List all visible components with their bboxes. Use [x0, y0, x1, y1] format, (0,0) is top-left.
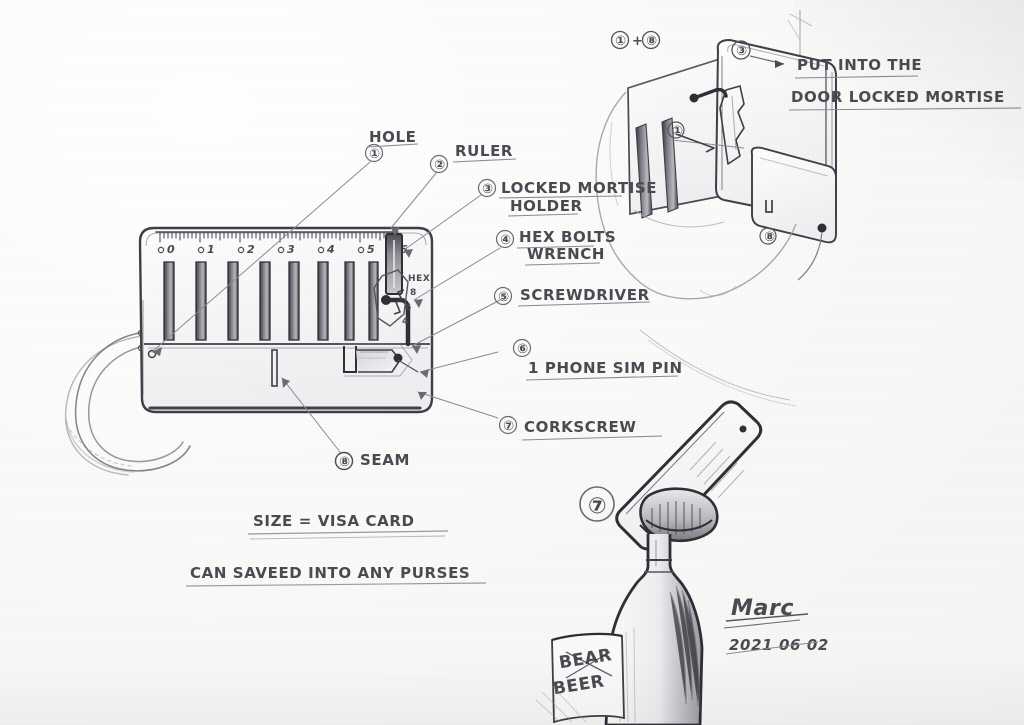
ruler-tick-0: 0: [167, 243, 175, 256]
screwdriver-and-simpin-region: [271, 343, 419, 387]
callout-3-label-1: LOCKED MORTISE: [501, 179, 657, 197]
lanyard-strap: [64, 331, 191, 476]
size-note: SIZE = VISA CARD: [253, 512, 415, 530]
callout-7-number: ⑦: [503, 419, 515, 434]
callout-leader-lines: [151, 161, 501, 453]
signature-block: Marc 2021 06 02: [723, 596, 829, 655]
folded-card-view: [595, 10, 837, 300]
mortise-instruction-arrow: [749, 55, 785, 68]
callout-7-corkscrew: ⑦ CORKSCREW: [498, 415, 663, 441]
callout-8-label: SEAM: [360, 451, 410, 469]
callout-4-label-1: HEX BOLTS: [519, 228, 616, 246]
folded-marker-holder: ③: [736, 44, 748, 59]
callout-7-label: CORKSCREW: [524, 418, 637, 436]
signature-date: 2021 06 02: [729, 636, 829, 654]
hex-size-6: 6: [405, 303, 412, 313]
callout-6-sim-pin: ⑥ 1 PHONE SIM PIN: [512, 338, 683, 381]
callout-3-label-2: HOLDER: [510, 197, 583, 215]
ruler-tick-1: 1: [207, 243, 215, 256]
hex-wrench-caption: HEX.: [408, 274, 434, 284]
folded-view-markers: ① ⑧ ③: [667, 40, 777, 245]
combo-marker-group: ① + ⑧: [610, 30, 661, 50]
purse-note: CAN SAVEED INTO ANY PURSES: [190, 564, 470, 582]
bottle-opener-scene: ⑦ BEAR BEER: [535, 329, 797, 725]
callout-1-number: ①: [369, 147, 381, 162]
hex-size-4: 4: [402, 317, 409, 327]
callout-5-number: ⑤: [498, 290, 510, 305]
multitool-card-main-view: 0 1 2 3 4 5 6 HEX. 8: [64, 226, 434, 476]
card-hole: [147, 349, 157, 359]
hex-size-8: 8: [410, 288, 417, 298]
ruler-tick-4: 4: [326, 243, 335, 256]
callout-2-ruler: ② RULER: [429, 142, 517, 174]
ruler-tick-3: 3: [287, 243, 295, 256]
callout-5-label: SCREWDRIVER: [520, 286, 650, 304]
combo-plus: +: [632, 34, 644, 49]
callout-5-screwdriver: ⑤ SCREWDRIVER: [493, 286, 651, 307]
callout-2-label: RULER: [455, 142, 513, 160]
callout-8-seam: ⑧ SEAM: [334, 451, 410, 471]
callout-1-label: HOLE: [369, 128, 417, 146]
callout-1-hole: ① HOLE: [364, 128, 419, 163]
instruction-line-1: PUT INTO THE: [797, 56, 922, 74]
callout-2-number: ②: [434, 158, 446, 173]
seam-mark: [271, 349, 278, 387]
instruction-line-2: DOOR LOCKED MORTISE: [791, 88, 1005, 106]
combo-num-1: ①: [615, 34, 627, 49]
folded-marker-hole: ①: [672, 124, 684, 139]
ruler-tick-5: 5: [367, 243, 375, 256]
combo-num-8: ⑧: [646, 34, 658, 49]
hex-wrench-cutout: [373, 269, 409, 327]
callout-4-number: ④: [500, 233, 512, 248]
callout-3-locked-mortise-holder: ③ LOCKED MORTISE HOLDER: [477, 178, 657, 217]
callout-6-number: ⑥: [517, 342, 529, 357]
folded-flap-slots: [635, 117, 679, 219]
callout-4-label-2: WRENCH: [527, 245, 605, 263]
ruler-tick-6: 6: [400, 243, 408, 256]
ruler-scale: [155, 231, 400, 254]
callout-6-label: 1 PHONE SIM PIN: [528, 359, 683, 377]
folded-marker-seam: ⑧: [764, 230, 776, 245]
callout-3-number: ③: [482, 182, 494, 197]
ruler-tick-2: 2: [247, 243, 255, 256]
bottle-opener-marker: ⑦: [588, 494, 607, 519]
wrench-slot-row: [163, 261, 379, 341]
callout-8-number: ⑧: [339, 455, 351, 470]
callout-4-hex-bolts-wrench: ④ HEX BOLTS WRENCH: [495, 228, 616, 266]
